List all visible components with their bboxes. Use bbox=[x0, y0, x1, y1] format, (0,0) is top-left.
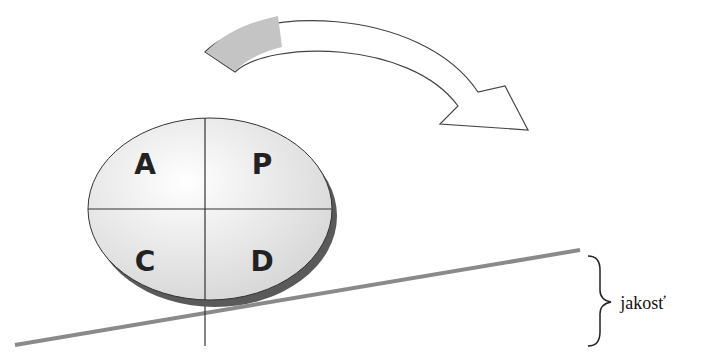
phase-letter: P bbox=[252, 151, 273, 179]
phase-letter: A bbox=[134, 151, 156, 179]
wheel-ellipse bbox=[88, 118, 332, 300]
arrow-shading bbox=[206, 16, 282, 71]
phase-letter: D bbox=[250, 248, 273, 276]
wheel-outline bbox=[88, 118, 332, 300]
quadrant-divider bbox=[204, 118, 205, 300]
quality-label: jakosť bbox=[620, 294, 666, 312]
quadrant-divider bbox=[88, 208, 332, 209]
brace bbox=[588, 256, 611, 346]
phase-letter: C bbox=[135, 248, 156, 276]
pdca-wheel: A P C D bbox=[88, 118, 332, 300]
